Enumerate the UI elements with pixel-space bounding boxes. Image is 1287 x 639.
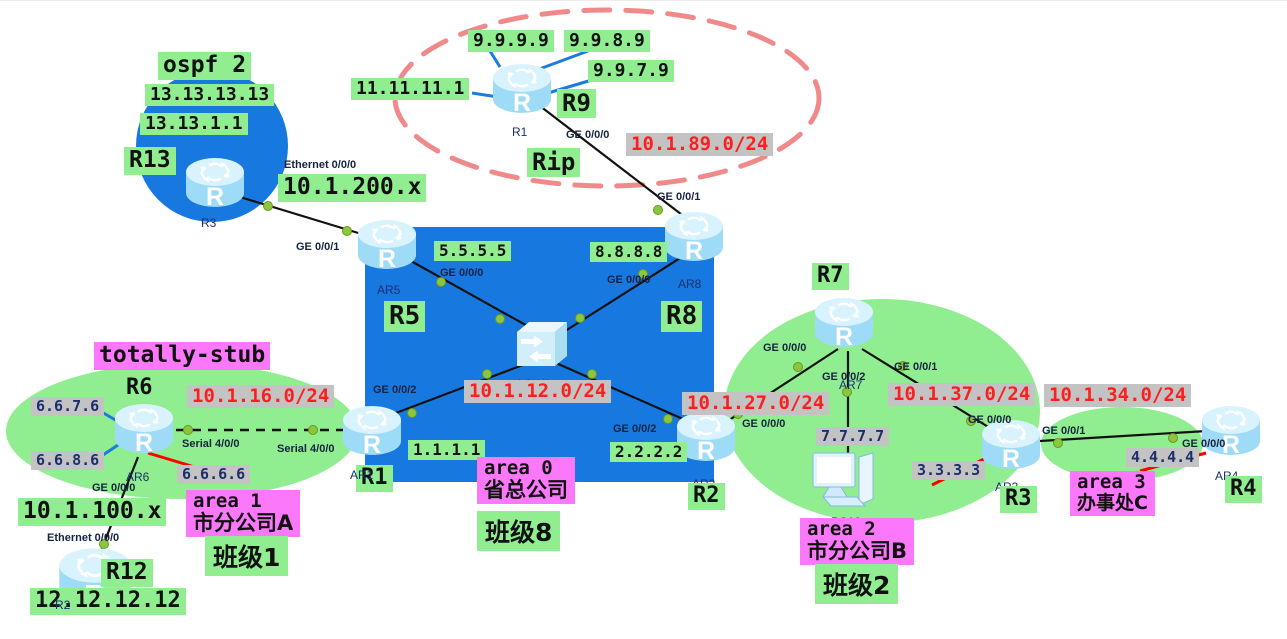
serial-iface-left-label: Serial 4/0/0	[182, 438, 240, 450]
ar8-device-name: AR8	[678, 277, 702, 291]
r6-lo-b-label: 6.6.8.6	[31, 451, 105, 470]
switch-icon-lsw1[interactable]	[509, 314, 571, 372]
r3-device-name: R3	[201, 216, 217, 230]
ar1-device-name: AR1	[350, 468, 374, 482]
r9-lo3-label: 9.9.7.9	[588, 60, 674, 83]
ar5-ge000-iface-label: GE 0/0/0	[440, 267, 484, 279]
port-dots	[99, 201, 1178, 549]
net-10-1-200-label: 10.1.200.x	[278, 174, 427, 202]
r13-loopback2-label: 13.13.1.1	[140, 113, 248, 136]
router-icon-r3[interactable]	[185, 157, 245, 209]
ospf2-area-shape	[136, 70, 288, 222]
r6-lo-a-label: 6.6.7.6	[31, 397, 105, 416]
ar3-ge001-iface-label: GE 0/0/1	[1042, 425, 1086, 437]
area0-label-line1: area 0	[484, 457, 553, 479]
r13-name-label: R13	[124, 147, 176, 175]
pc-icon-pc12[interactable]	[811, 449, 883, 519]
r7-loopback-label: 7.7.7.7	[816, 427, 890, 446]
router-icon-ar1[interactable]	[342, 405, 402, 457]
r9-lo1-label: 9.9.9.9	[468, 30, 554, 53]
ar5-device-name: AR5	[377, 283, 401, 297]
ar7-ge000-iface-label: GE 0/0/0	[763, 342, 807, 354]
router-icon-r1-rip[interactable]	[492, 63, 552, 115]
rip-protocol-label: Rip	[527, 148, 581, 177]
r12-eth-iface-label: Ethernet 0/0/0	[47, 532, 120, 544]
r5-loopback-label: 5.5.5.5	[434, 241, 512, 261]
r1-rip-device-name: R1	[512, 125, 528, 139]
area0-label-line2: 省总公司	[484, 477, 568, 502]
r8-name-label: R8	[661, 301, 703, 333]
ar4-ge000-iface-label: GE 0/0/0	[1182, 438, 1226, 450]
net-10-1-89-label: 10.1.89.0/24	[626, 133, 774, 157]
r6-lo-c-label: 6.6.6.6	[177, 465, 251, 484]
r9-lo2-label: 9.9.8.9	[564, 30, 650, 53]
r2-device-name-bottom: R2	[55, 598, 71, 612]
rip-area-dashed-ellipse	[392, 7, 822, 189]
area2-label-line2: 市分公司B	[807, 538, 908, 563]
ar5-ge002-iface-label: GE 0/0/2	[373, 384, 417, 396]
r5-name-label: R5	[384, 301, 426, 333]
area1-class-label: 班级1	[205, 536, 289, 576]
ar3-ge000-iface-label: GE 0/0/0	[968, 414, 1012, 426]
r13-loopback1-label: 13.13.13.13	[145, 84, 275, 107]
ar7-ge002-iface-label: GE 0/0/2	[822, 371, 866, 383]
ospf2-title-label: ospf 2	[158, 52, 252, 80]
area1-label-line1: area 1	[193, 490, 262, 512]
totally-stub-label: totally-stub	[94, 342, 271, 370]
ar7-ge001-iface-label: GE 0/0/1	[894, 361, 938, 373]
net-10-1-100-label: 10.1.100.x	[18, 498, 167, 526]
ar2-ge002-iface-label: GE 0/0/2	[613, 423, 657, 435]
area1-label-line2: 市分公司A	[193, 510, 294, 535]
router-icon-ar5[interactable]	[357, 219, 417, 271]
r9-name-label: R9	[557, 89, 596, 118]
ar2-ge000-iface-label: GE 0/0/0	[742, 418, 786, 430]
router-icon-ar7[interactable]	[814, 297, 874, 349]
area3-label: area 3 办事处C	[1070, 471, 1155, 517]
ar6-ge000-iface-label: GE 0/0/0	[92, 482, 136, 494]
net-10-1-34-label: 10.1.34.0/24	[1044, 384, 1192, 408]
r3-eth-iface-label: Ethernet 0/0/0	[284, 159, 357, 171]
r8-loopback-label: 8.8.8.8	[590, 242, 668, 262]
area2-label: area 2 市分公司B	[800, 518, 915, 566]
router-icon-ar8[interactable]	[664, 211, 724, 263]
area2-class-label: 班级2	[815, 564, 899, 604]
area3-label-line2: 办事处C	[1077, 491, 1148, 514]
r3-name-label: R3	[1000, 486, 1037, 513]
r12-loopback-label: 12.12.12.12	[30, 588, 186, 615]
ar8-ge000-iface-label: GE 0/0/0	[607, 274, 651, 286]
net-10-1-37-label: 10.1.37.0/24	[888, 383, 1036, 407]
router-icon-ar6[interactable]	[114, 403, 174, 455]
r2-name-label: R2	[688, 483, 725, 510]
area3-label-line1: area 3	[1077, 471, 1146, 493]
r9-lo4-label: 11.11.11.1	[351, 78, 470, 101]
r1-name-label: R1	[356, 465, 393, 492]
net-10-1-27-label: 10.1.27.0/24	[682, 392, 830, 416]
net-10-1-16-label: 10.1.16.0/24	[187, 385, 335, 409]
r1-loopback-label: 1.1.1.1	[408, 440, 486, 460]
r6-name-label: R6	[121, 375, 158, 402]
area0-class-label: 班级8	[477, 511, 561, 551]
area0-label: area 0 省总公司	[477, 457, 575, 505]
area3-shape	[1041, 407, 1203, 481]
ar7-device-name: AR7	[839, 378, 863, 392]
r1-ge000-iface-label: GE 0/0/0	[566, 129, 610, 141]
router-icon-ar3[interactable]	[981, 419, 1041, 471]
area1-label: area 1 市分公司A	[186, 490, 301, 538]
r4-loopback-label: 4.4.4.4	[1126, 448, 1200, 467]
r12-name-label: R12	[101, 559, 153, 587]
serial-iface-right-label: Serial 4/0/0	[277, 443, 335, 455]
r7-name-label: R7	[812, 263, 849, 290]
r3-loopback-label: 3.3.3.3	[912, 461, 986, 480]
area2-label-line1: area 2	[807, 518, 876, 540]
r2-loopback-label: 2.2.2.2	[610, 442, 688, 462]
r4-name-label: R4	[1225, 476, 1262, 503]
ar8-ge001-iface-label: GE 0/0/1	[657, 191, 701, 203]
ar5-ge001-iface-label: GE 0/0/1	[296, 241, 340, 253]
ar6-device-name: AR6	[126, 470, 150, 484]
net-10-1-12-label: 10.1.12.0/24	[464, 380, 612, 404]
